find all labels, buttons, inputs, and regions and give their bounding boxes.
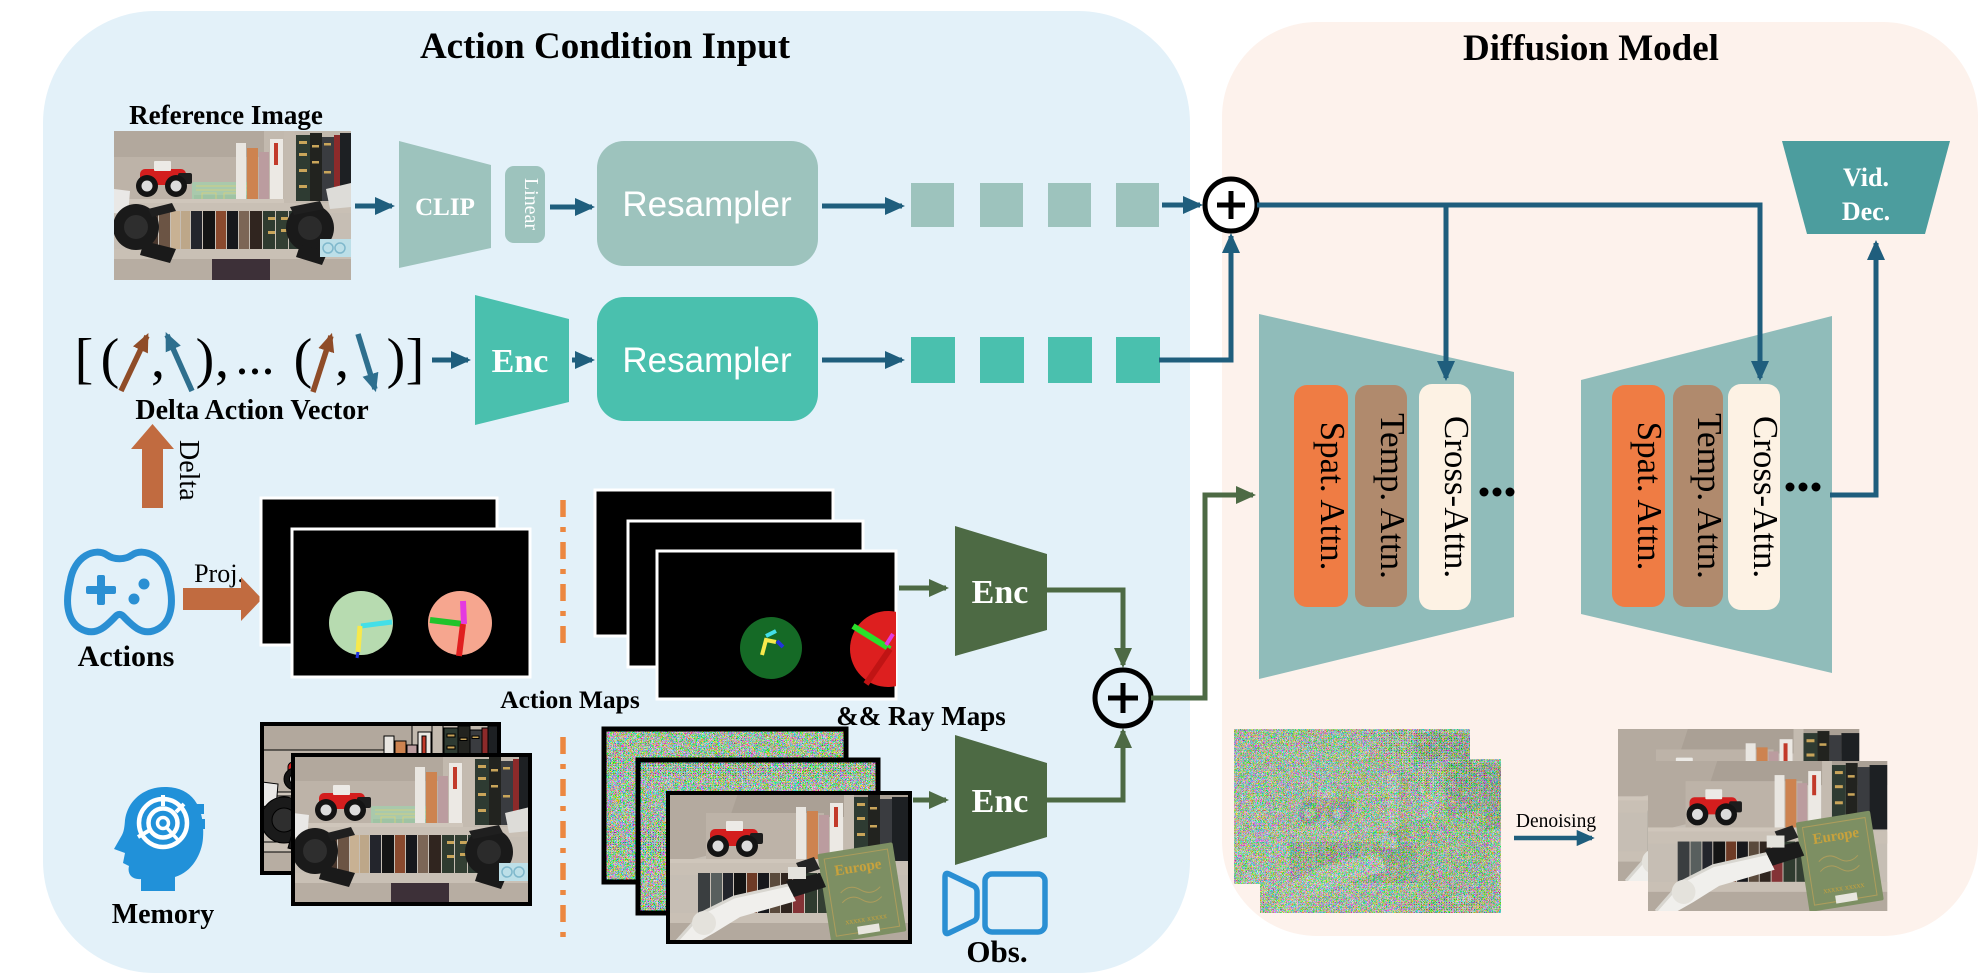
svg-text:Diffusion Model: Diffusion Model — [1463, 28, 1719, 69]
svg-text:Enc: Enc — [972, 574, 1029, 611]
svg-text:Enc: Enc — [492, 343, 549, 380]
svg-text:Enc: Enc — [972, 783, 1029, 820]
svg-text:): ) — [387, 328, 406, 390]
svg-text:CLIP: CLIP — [415, 194, 475, 221]
svg-text:,: , — [151, 328, 165, 390]
svg-text:Reference Image: Reference Image — [129, 100, 323, 130]
svg-text:Proj.: Proj. — [194, 559, 244, 588]
svg-text:Action Maps: Action Maps — [500, 685, 640, 714]
svg-text:Cross-Attn.: Cross-Attn. — [1437, 416, 1476, 578]
svg-text:Spat. Attn.: Spat. Attn. — [1630, 422, 1669, 571]
svg-text:[: [ — [75, 328, 94, 390]
svg-text:Spat. Attn.: Spat. Attn. — [1313, 422, 1352, 571]
svg-text:,: , — [215, 328, 229, 390]
svg-text:,: , — [335, 328, 349, 390]
svg-text:Obs.: Obs. — [966, 934, 1027, 969]
svg-text:(: ( — [294, 328, 313, 390]
svg-text:Delta: Delta — [173, 440, 204, 501]
svg-text:&& Ray Maps: && Ray Maps — [836, 701, 1006, 731]
svg-text:Vid.: Vid. — [1843, 163, 1889, 192]
svg-text:Temp. Attn.: Temp. Attn. — [1373, 413, 1412, 579]
svg-text:Dec.: Dec. — [1842, 197, 1890, 226]
svg-text:Resampler: Resampler — [622, 185, 792, 224]
svg-text:...: ... — [236, 329, 275, 386]
svg-text:]: ] — [406, 328, 425, 390]
svg-text:Denoising: Denoising — [1516, 811, 1596, 832]
svg-text:Action Condition Input: Action Condition Input — [420, 26, 791, 67]
svg-text:Cross-Attn.: Cross-Attn. — [1746, 416, 1785, 578]
svg-text:Delta Action Vector: Delta Action Vector — [135, 395, 368, 426]
svg-text:Memory: Memory — [112, 899, 215, 930]
svg-text:Actions: Actions — [78, 640, 175, 673]
svg-text:): ) — [196, 328, 215, 390]
svg-text:Linear: Linear — [520, 178, 542, 231]
svg-text:Resampler: Resampler — [622, 341, 792, 380]
svg-text:Temp. Attn.: Temp. Attn. — [1690, 413, 1729, 579]
svg-text:(: ( — [101, 328, 120, 390]
